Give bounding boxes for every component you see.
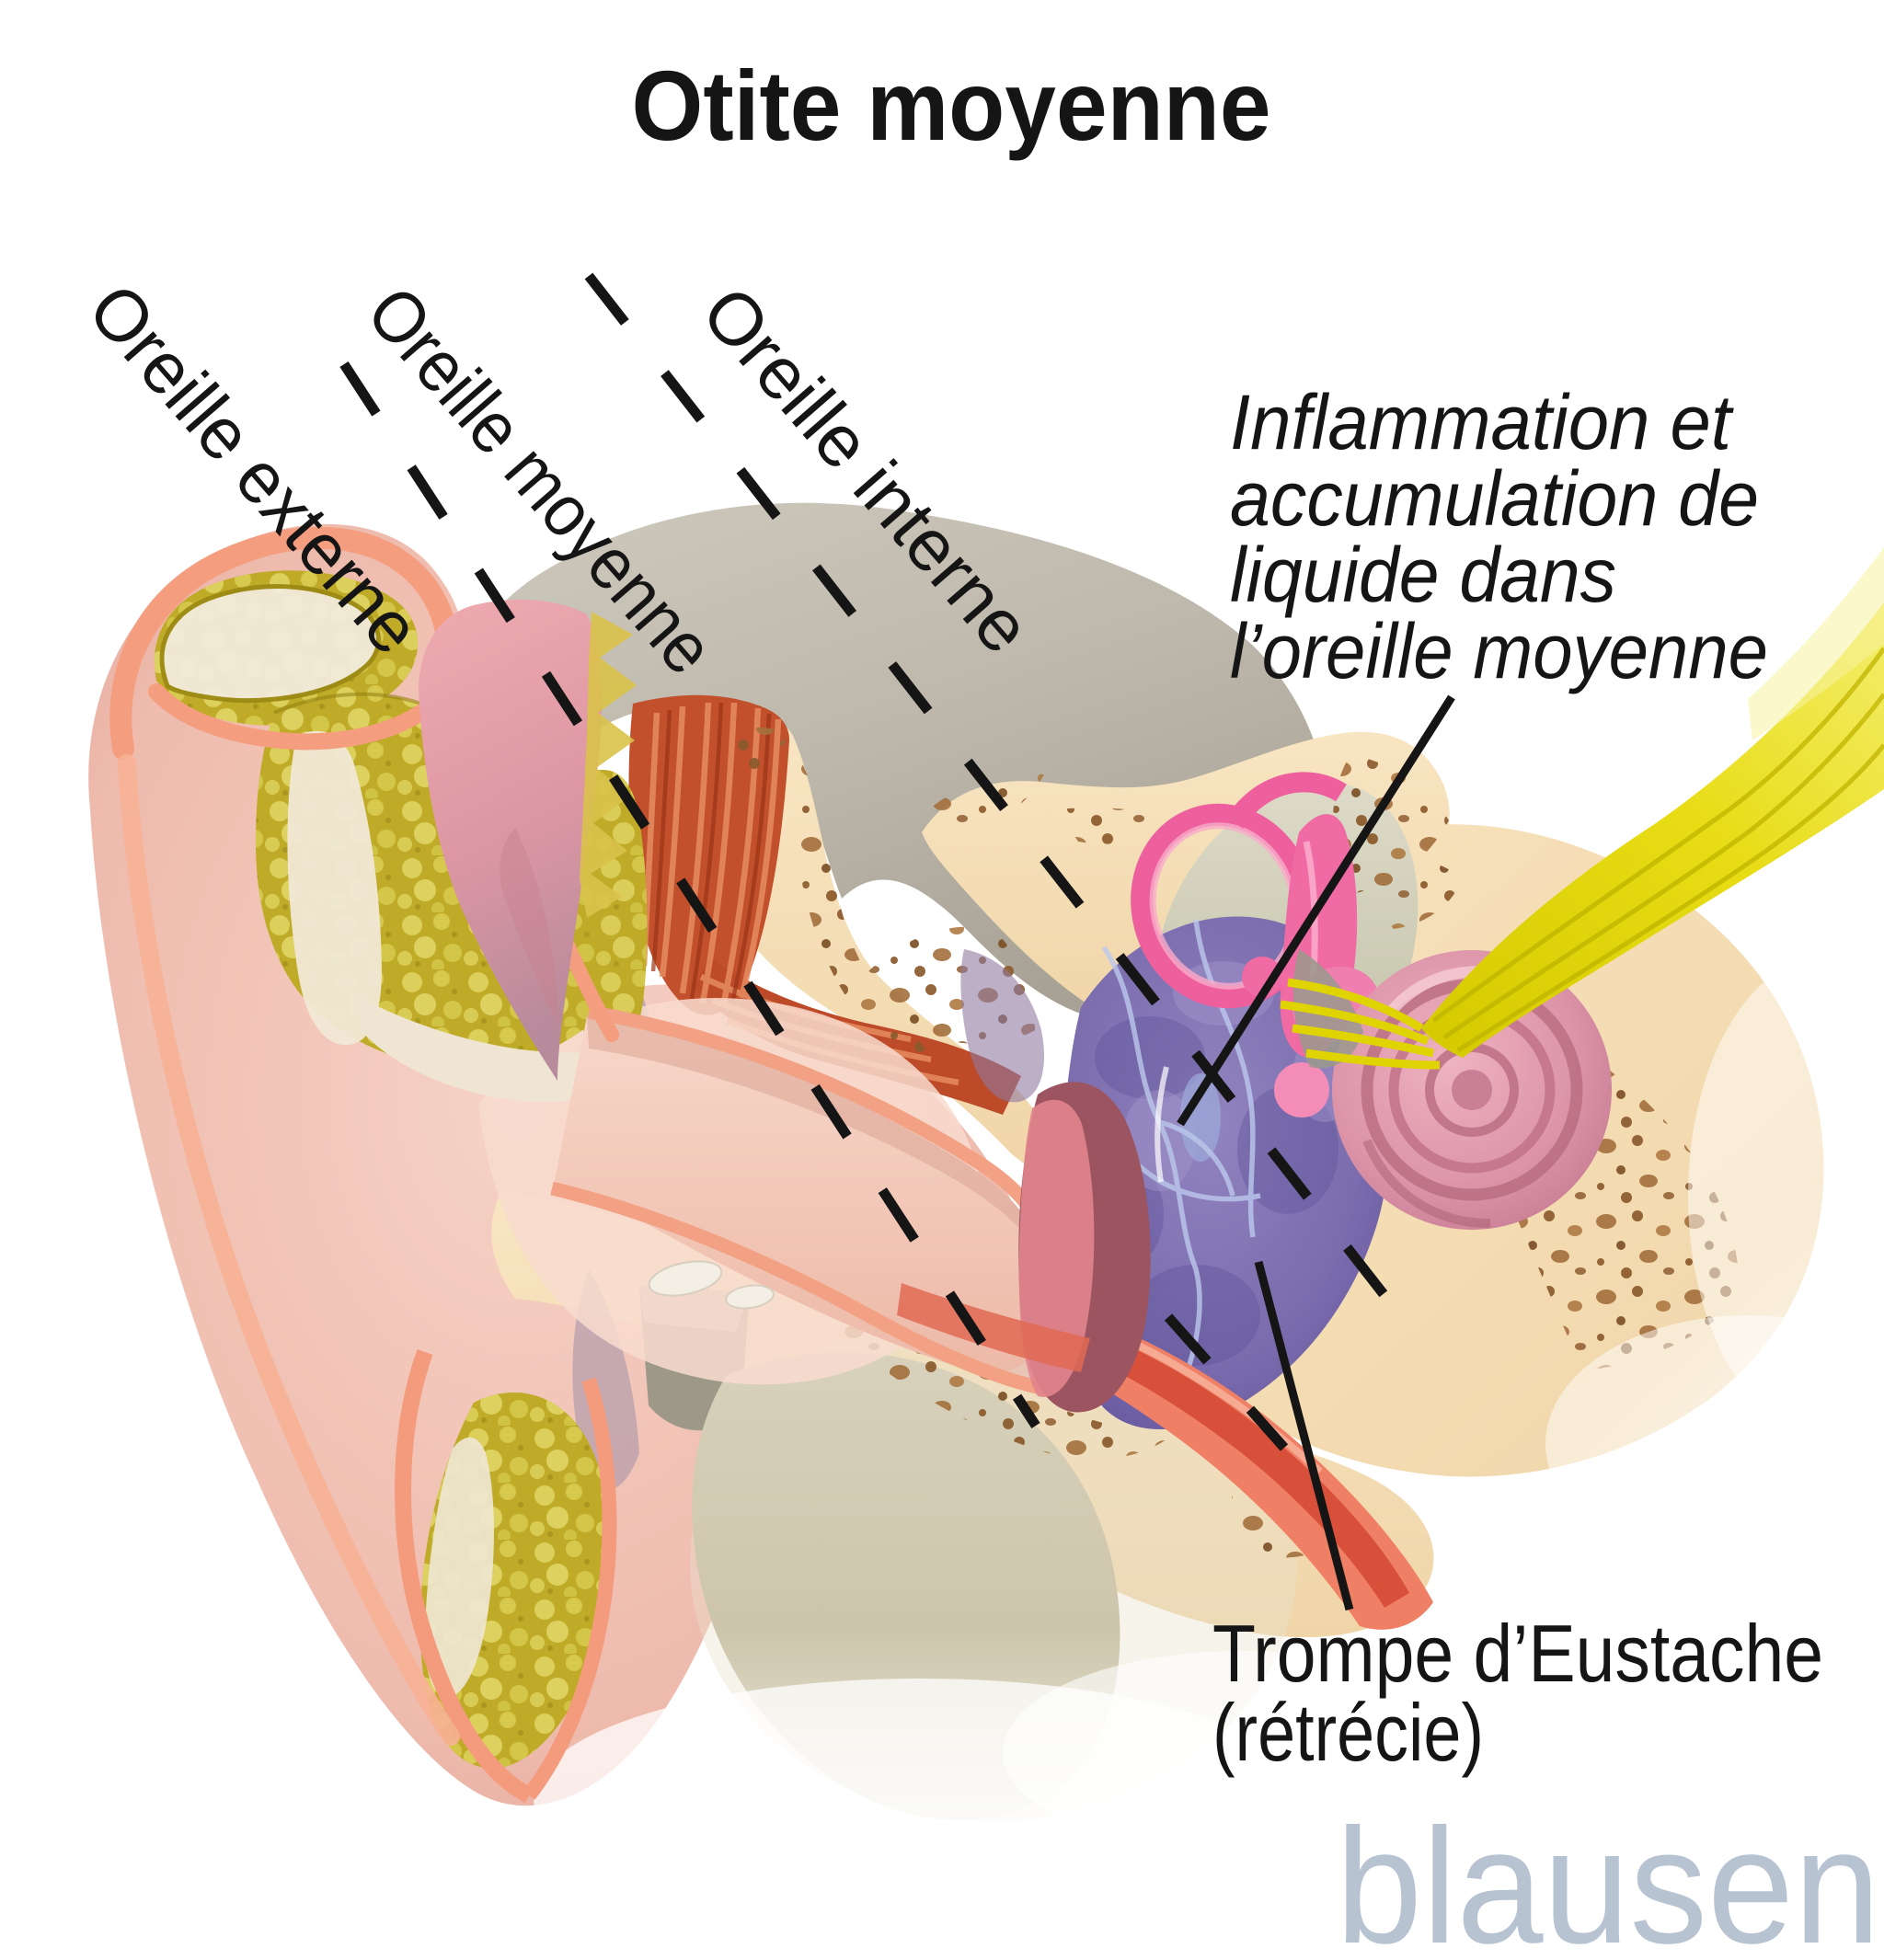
inflammation-annotation: Inflammation et accumulation de liquide …	[1230, 379, 1768, 694]
eustachian-line-2: (rétrécie)	[1212, 1687, 1484, 1778]
fade	[1688, 957, 1884, 1435]
inflammation-line-1: Inflammation et	[1230, 379, 1734, 465]
ossicle-shadow	[1180, 1073, 1221, 1162]
diagram-title: Otite moyenne	[632, 50, 1271, 161]
boundary-lower-segment	[1164, 1313, 1289, 1451]
fade	[1545, 1315, 1884, 1573]
eustachian-line-1: Trompe d’Eustache	[1212, 1608, 1823, 1699]
eardrum	[897, 1082, 1151, 1413]
inflammation-leader-line	[1177, 694, 1455, 1127]
inflammation-line-2: accumulation de	[1230, 455, 1759, 542]
auditory-nerve	[1280, 547, 1884, 1070]
blausen-watermark: blausen	[1336, 1794, 1880, 1960]
inflammation-line-3: liquide dans	[1230, 532, 1616, 618]
fade	[1003, 1651, 1481, 1853]
cartilage-pebble	[725, 1284, 775, 1310]
eustachian-annotation: Trompe d’Eustache (rétrécie)	[1212, 1608, 1823, 1778]
shadow	[960, 949, 1044, 1103]
region-boundaries	[339, 272, 1401, 1451]
boundary-externe-moyenne	[339, 361, 1040, 1429]
ear-cross-section	[88, 502, 1884, 1918]
canal-floor-skin	[550, 1181, 1058, 1398]
cut-fringe	[580, 612, 637, 918]
blood-vessels	[1101, 919, 1261, 1386]
earlobe	[395, 1348, 617, 1804]
skin-flap	[419, 600, 637, 1081]
cartilage-pebble	[648, 1260, 723, 1297]
boundary-moyenne-interne	[584, 272, 1401, 1314]
inflammation-line-4: l’oreille moyenne	[1230, 608, 1768, 694]
eustachian-leader-line	[1254, 1260, 1354, 1611]
cartilage	[159, 584, 624, 1103]
